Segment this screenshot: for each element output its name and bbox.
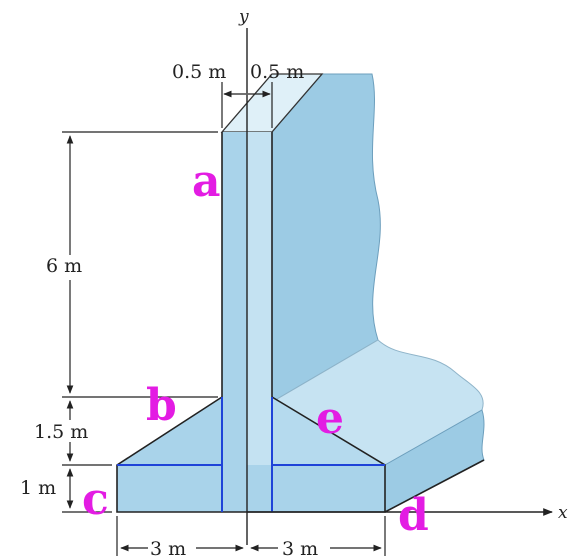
stem-side-face <box>271 73 381 403</box>
vertical-dimension-lines <box>62 131 218 513</box>
y-axis-label: y <box>238 7 249 27</box>
section-lines <box>117 397 385 512</box>
right-base-width-label: 3 m <box>282 538 318 558</box>
stem-height-label: 6 m <box>46 255 82 277</box>
left-base-width-label: 3 m <box>150 538 186 558</box>
point-e-label: e <box>316 393 344 444</box>
top-right-width-label: 0.5 m <box>250 61 304 83</box>
base-top-face <box>270 339 484 466</box>
base-side-face <box>384 409 485 513</box>
point-b-label: b <box>146 380 177 431</box>
point-d-label: d <box>398 490 429 541</box>
stem-front-left <box>222 132 247 512</box>
point-c-label: c <box>82 474 109 525</box>
base-thickness-label: 1 m <box>20 477 56 499</box>
top-left-width-label: 0.5 m <box>172 61 226 83</box>
top-width-dimension <box>221 82 273 128</box>
stem-front-right <box>247 132 272 512</box>
bottom-width-dimension <box>116 516 386 556</box>
x-axis-label: x <box>558 503 568 523</box>
base-front-face <box>117 465 385 512</box>
point-a-label: a <box>192 156 221 207</box>
taper-height-label: 1.5 m <box>34 421 88 443</box>
